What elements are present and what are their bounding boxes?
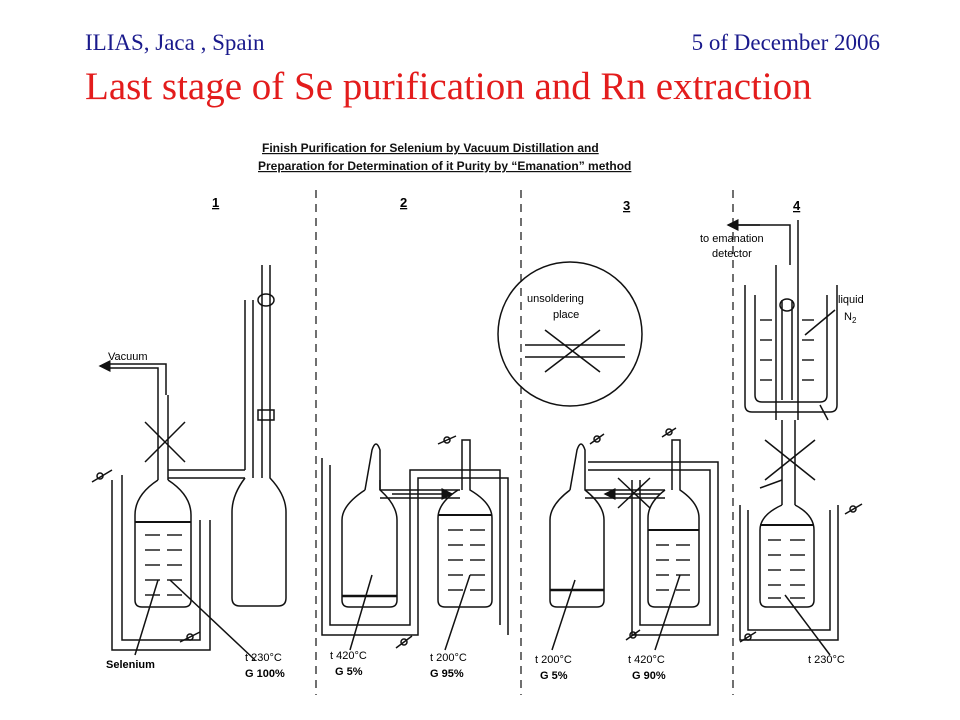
panel-1-liquid-dashes [145, 534, 182, 596]
emanation-label-1: to emanation [700, 233, 764, 245]
liquid-label-1: liquid [838, 294, 864, 306]
emanation-label-2: detector [712, 248, 752, 260]
panel-3-liquid-dashes [656, 544, 690, 591]
diagram-heading-line1: Finish Purification for Selenium by Vacu… [262, 141, 599, 155]
liquid-label-n: N [844, 311, 852, 323]
panel-1-temperature: t 230°C [245, 652, 282, 664]
liquid-label-2: N2 [844, 311, 857, 325]
unsoldering-label-2: place [553, 309, 579, 321]
panel-number-2: 2 [400, 195, 407, 210]
panel-3-left-g: G 5% [540, 670, 568, 682]
panel-2-left-temperature: t 420°C [330, 650, 367, 662]
panel-3-apparatus [497, 261, 719, 651]
panel-4-temperature: t 230°C [808, 654, 845, 666]
vacuum-label: Vacuum [108, 351, 148, 363]
selenium-label: Selenium [106, 659, 155, 671]
panel-number-1: 1 [212, 195, 219, 210]
panel-1-apparatus [91, 265, 287, 661]
panel-2-right-g: G 95% [430, 668, 464, 680]
panel-2-left-g: G 5% [335, 666, 363, 678]
panel-dividers [315, 190, 734, 695]
panel-2-apparatus [321, 435, 509, 651]
panel-2-right-temperature: t 200°C [430, 652, 467, 664]
panel-number-3: 3 [623, 198, 630, 213]
liquid-label-subscript: 2 [852, 316, 857, 325]
unsoldering-label-1: unsoldering [527, 293, 584, 305]
panel-1-g: G 100% [245, 668, 285, 680]
panel-number-4: 4 [793, 198, 801, 213]
panel-3-right-temperature: t 420°C [628, 654, 665, 666]
header-location: ILIAS, Jaca , Spain [85, 30, 265, 55]
panel-3-right-g: G 90% [632, 670, 666, 682]
panel-3-left-temperature: t 200°C [535, 654, 572, 666]
panel-4-apparatus [726, 219, 863, 656]
diagram-heading-line2: Preparation for Determination of it Puri… [258, 159, 631, 173]
panel-2-liquid-dashes [448, 529, 485, 591]
page-title: Last stage of Se purification and Rn ext… [85, 65, 812, 108]
panel-4-liquid-dashes [760, 319, 814, 599]
header-date: 5 of December 2006 [691, 30, 880, 55]
